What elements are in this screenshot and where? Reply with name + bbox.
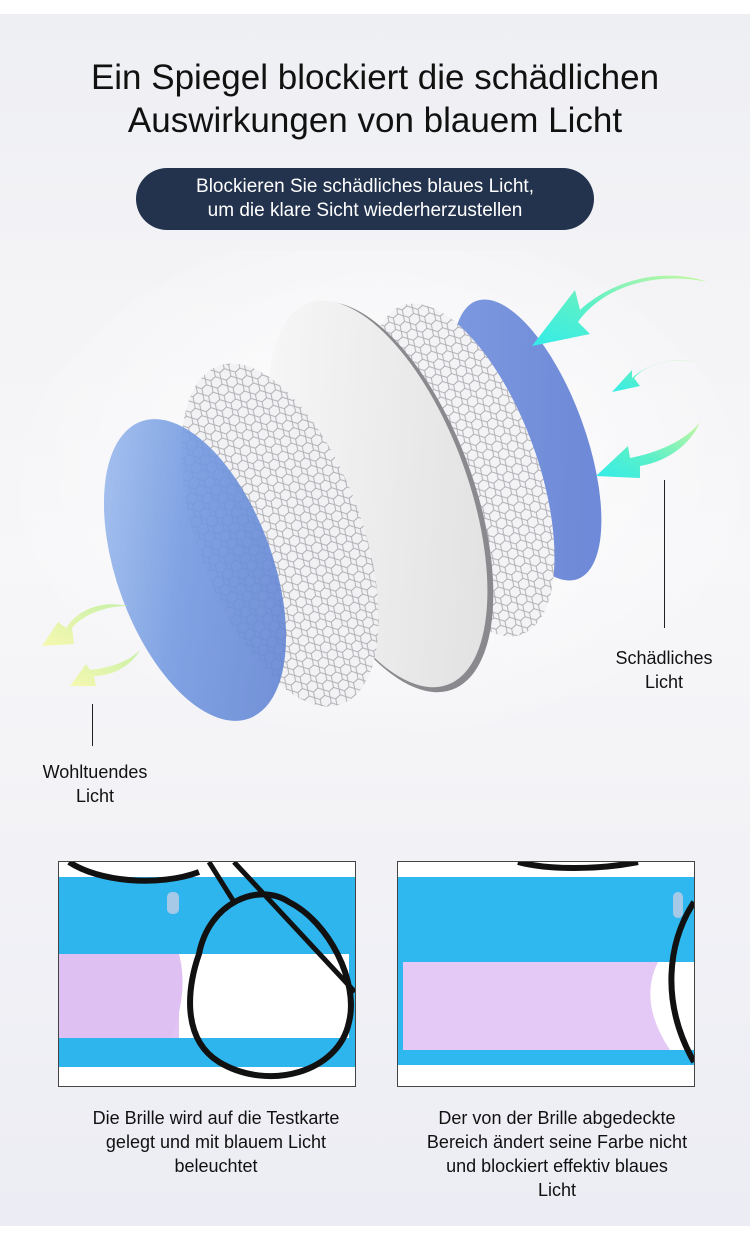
label-harmful-line-1: Schädliches (615, 648, 713, 668)
caption-2-line-1: Der von der Brille abgedeckte (438, 1108, 676, 1128)
arrow-medium-icon (612, 359, 700, 392)
beneficial-leader-line (92, 704, 93, 746)
caption-1-line-2: gelegt und mit blauem Licht (105, 1132, 327, 1152)
test-card-illustration-1 (59, 862, 355, 1086)
pill-line-2: um die klare Sicht wiederherzustellen (207, 200, 523, 221)
caption-2-line-2: Bereich ändert seine Farbe nicht (426, 1132, 688, 1152)
test-card-photo-2 (397, 861, 695, 1087)
test-card-photo-1 (58, 861, 356, 1087)
arrow-yellow-upper-icon (42, 604, 128, 646)
blue-coating-front (103, 419, 287, 721)
page-title: Ein Spiegel blockiert die schädlichen Au… (0, 56, 750, 142)
subtitle-pill: Blockieren Sie schädliches blaues Licht,… (136, 168, 594, 230)
label-harmful-light: Schädliches Licht (594, 646, 734, 694)
test-card-illustration-2 (398, 862, 694, 1086)
label-beneficial-line-1: Wohltuendes (42, 762, 148, 782)
photo-1-caption: Die Brille wird auf die Testkarte gelegt… (58, 1106, 374, 1178)
caption-1-line-1: Die Brille wird auf die Testkarte (92, 1108, 340, 1128)
arrow-yellow-lower-icon (70, 650, 140, 686)
caption-2-line-4: Licht (537, 1180, 577, 1200)
title-line-2: Auswirkungen von blauem Licht (127, 101, 623, 140)
pill-line-1: Blockieren Sie schädliches blaues Licht, (196, 176, 534, 197)
title-line-1: Ein Spiegel blockiert die schädlichen (90, 58, 660, 97)
photo-2-caption: Der von der Brille abgedeckte Bereich än… (397, 1106, 717, 1202)
caption-1-line-3: beleuchtet (174, 1156, 258, 1176)
harmful-leader-line (664, 480, 665, 628)
label-harmful-line-2: Licht (644, 672, 684, 692)
label-beneficial-light: Wohltuendes Licht (22, 760, 168, 808)
beneficial-light-arrows (42, 604, 140, 686)
arrow-large-icon (532, 275, 708, 346)
lens-layers-diagram (20, 250, 740, 750)
label-beneficial-line-2: Licht (75, 786, 115, 806)
caption-2-line-3: und blockiert effektiv blaues (446, 1156, 668, 1176)
harmful-light-arrows (532, 275, 708, 478)
arrow-small-icon (596, 422, 700, 478)
